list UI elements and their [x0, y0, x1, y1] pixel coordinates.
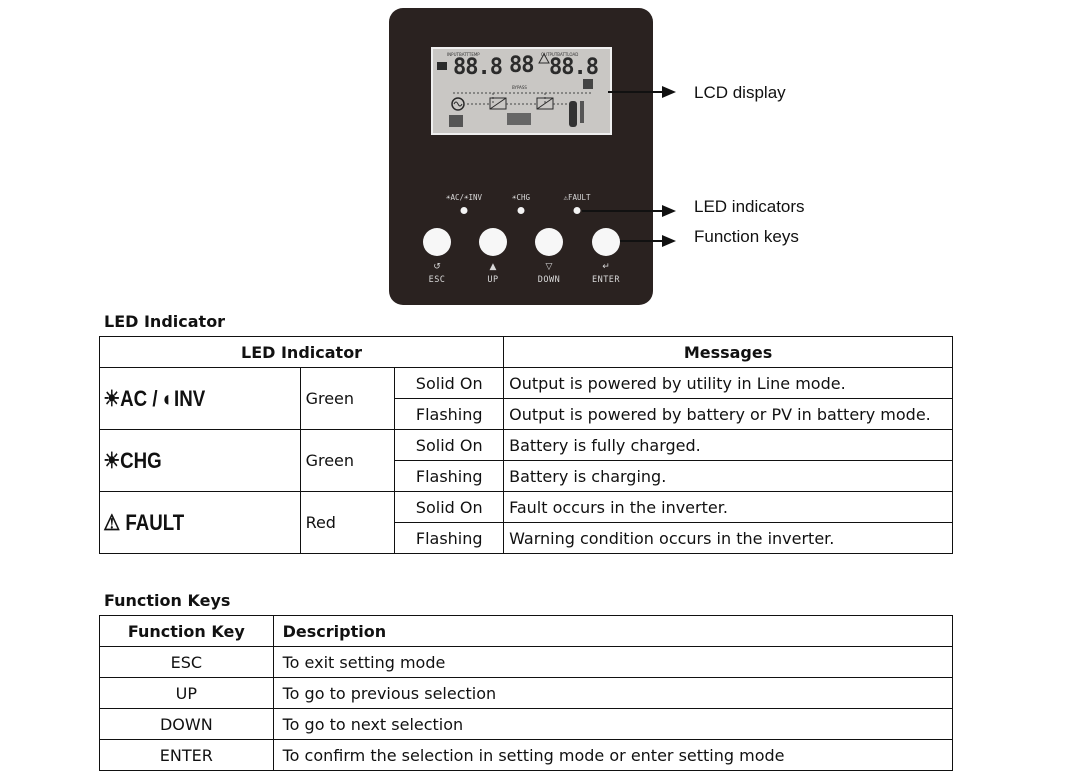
down-key-symbol: ▽ — [545, 262, 553, 272]
led-indicator-header: LED Indicator — [98, 336, 505, 368]
led-indicator-table: LED Indicator Messages ☀AC / ◐INV Green … — [98, 336, 953, 554]
enter-key — [592, 228, 620, 256]
key-cell: DOWN — [99, 708, 274, 740]
indicator-cell: ☀CHG — [99, 429, 301, 492]
led-callout-line — [582, 210, 664, 212]
lcd-callout-label: LCD display — [694, 83, 786, 102]
ac-inv-indicator: ☀AC / ◐INV — [103, 385, 206, 411]
lcd-flow-diagram — [437, 52, 593, 127]
battery-icon — [507, 113, 531, 125]
esc-key-label: ESC — [428, 275, 446, 285]
state-cell: Solid On — [394, 491, 505, 523]
led-callout-label: LED indicators — [694, 197, 805, 216]
keys-callout-arrow — [662, 235, 676, 247]
message-cell: Output is powered by utility in Line mod… — [503, 367, 953, 399]
table-row: Flashing Output is powered by battery or… — [100, 398, 953, 430]
lcd-callout-line — [608, 91, 664, 93]
led-callout-arrow — [662, 205, 676, 217]
color-cell: Green — [299, 429, 396, 492]
led-label-chg: ☀CHG — [511, 193, 531, 202]
down-key — [535, 228, 563, 256]
lcd-left-digits: 88.8 — [453, 55, 503, 80]
table-row: UP To go to previous selection — [99, 677, 954, 709]
led-label-ac-inv: ☀AC/☀INV — [445, 193, 483, 202]
function-section-heading: Function Keys — [104, 591, 231, 610]
color-cell: Red — [299, 491, 396, 554]
message-cell: Fault occurs in the inverter. — [503, 491, 953, 523]
keys-callout-line — [620, 240, 664, 242]
lcd-display: INPUTBATTTEMP OUTPUTBATTLOAD 88.8 88 88.… — [431, 47, 612, 135]
led-fault — [573, 207, 581, 214]
state-cell: Flashing — [394, 460, 505, 492]
message-cell: Battery is fully charged. — [503, 429, 953, 461]
table-row: DOWN To go to next selection — [99, 708, 954, 740]
lcd-right-digits: 88.8 — [549, 55, 599, 80]
solar-panel-icon — [449, 115, 463, 127]
keys-callout-label: Function keys — [694, 227, 799, 246]
led-chg — [517, 207, 525, 214]
table-row: Flashing Battery is charging. — [100, 460, 953, 492]
state-cell: Solid On — [394, 429, 505, 461]
description-cell: To confirm the selection in setting mode… — [272, 739, 954, 771]
table-row: ☀AC / ◐INV Green Solid On Output is powe… — [99, 367, 953, 430]
key-cell: UP — [99, 677, 274, 709]
color-cell: Green — [299, 367, 396, 430]
warning-icon — [538, 52, 550, 64]
esc-key-symbol: ↺ — [433, 262, 441, 272]
led-ac-inv — [460, 207, 468, 214]
state-cell: Flashing — [394, 522, 505, 554]
table-row: ENTER To confirm the selection in settin… — [99, 739, 954, 771]
enter-key-symbol: ↵ — [602, 262, 610, 272]
ac-source-icon — [451, 97, 465, 111]
led-label-fault: ⚠FAULT — [563, 193, 591, 202]
description-cell: To go to next selection — [272, 708, 954, 740]
ac-pv-icon — [437, 62, 447, 70]
key-cell: ENTER — [99, 739, 274, 771]
up-key-symbol: ▲ — [489, 262, 497, 272]
table-row: ESC To exit setting mode — [99, 646, 954, 678]
down-key-label: DOWN — [537, 275, 561, 285]
esc-key — [423, 228, 451, 256]
lcd-input-label: INPUTBATTTEMP — [447, 52, 480, 57]
chg-indicator: ☀CHG — [103, 447, 162, 473]
lcd-callout-arrow — [662, 86, 676, 98]
state-cell: Flashing — [394, 398, 505, 430]
table-row: Flashing Warning condition occurs in the… — [100, 522, 953, 554]
up-key-label: UP — [487, 275, 499, 285]
state-cell: Solid On — [394, 367, 505, 399]
message-cell: Warning condition occurs in the inverter… — [503, 522, 953, 554]
overload-icon — [583, 79, 593, 89]
table-row: ☀CHG Green Solid On Battery is fully cha… — [99, 429, 953, 492]
description-cell: To exit setting mode — [272, 646, 954, 678]
message-cell: Output is powered by battery or PV in ba… — [503, 398, 953, 430]
up-key — [479, 228, 507, 256]
indicator-cell: ⚠ FAULT — [99, 491, 301, 554]
description-cell: To go to previous selection — [272, 677, 954, 709]
indicator-cell: ☀AC / ◐INV — [99, 367, 301, 430]
load-bulb-icon — [569, 101, 577, 127]
lcd-output-label: OUTPUTBATTLOAD — [541, 52, 579, 57]
led-table-header-row: LED Indicator Messages — [98, 336, 953, 368]
lcd-mid-digits: 88 — [509, 53, 534, 78]
message-cell: Battery is charging. — [503, 460, 953, 492]
key-cell: ESC — [99, 646, 274, 678]
load-level-icon — [580, 101, 584, 123]
lcd-bypass-label: BYPASS — [512, 85, 527, 90]
fault-indicator: ⚠ FAULT — [103, 509, 185, 535]
function-keys-table: Function Key Description ESC To exit set… — [99, 615, 954, 771]
messages-header: Messages — [503, 336, 953, 368]
led-section-heading: LED Indicator — [104, 312, 226, 331]
description-header: Description — [272, 615, 954, 647]
enter-key-label: ENTER — [591, 275, 621, 285]
function-key-header: Function Key — [99, 615, 274, 647]
table-row: ⚠ FAULT Red Solid On Fault occurs in the… — [99, 491, 953, 554]
fk-table-header-row: Function Key Description — [99, 615, 954, 647]
